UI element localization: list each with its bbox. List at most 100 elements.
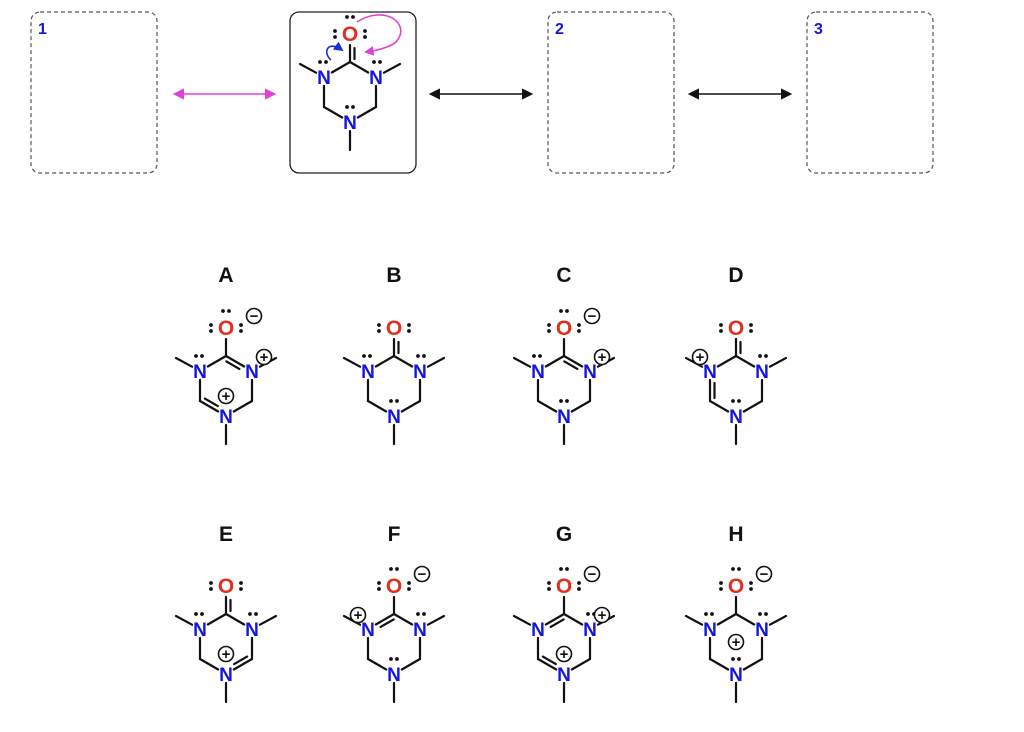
given-bond (298, 62, 318, 74)
option-f-charge-minus: − (413, 565, 431, 583)
svg-text:+: + (222, 388, 231, 405)
option-a-atom-n5: N (219, 407, 233, 428)
option-c-bond (512, 356, 532, 368)
option-c-bond (536, 399, 558, 413)
option-label: G (556, 523, 572, 546)
option-a-lone-pair-dot (209, 323, 213, 327)
svg-text:+: + (260, 349, 269, 366)
option-label: H (728, 523, 743, 546)
option-g-atom-n1: N (531, 620, 545, 641)
option-b-lone-pair-dot (362, 354, 366, 358)
option-h-lone-pair-dot (749, 587, 753, 591)
option-e-bond (232, 657, 254, 671)
option-b-bond (426, 356, 446, 368)
option-c-lone-pair-dot (547, 329, 551, 333)
option-c-lone-pair-dot (565, 399, 569, 403)
option-b-atom-o: O (386, 317, 402, 340)
curved-arrow-magenta (356, 14, 402, 56)
option-label: A (218, 264, 233, 287)
option-h-lone-pair-dot (731, 567, 735, 571)
option-e-double-bond (233, 655, 249, 666)
option-f-atom-o: O (386, 575, 402, 598)
option-b-lone-pair-dot (377, 323, 381, 327)
option-e-lone-pair-dot (209, 581, 213, 585)
option-g-charge-plus: + (593, 606, 611, 624)
option-a-charge-plus: + (217, 387, 235, 405)
option-label: E (219, 523, 233, 546)
option-a-lone-pair-dot (209, 329, 213, 333)
svg-text:+: + (696, 349, 705, 366)
option-a-bond (198, 399, 220, 413)
option-e-lone-pair-dot (200, 612, 204, 616)
option-g-lone-pair-dot (547, 587, 551, 591)
slot-box-3[interactable]: 3 (806, 11, 934, 174)
option-g-bond (512, 614, 532, 626)
option-f-lone-pair-dot (389, 657, 393, 661)
given-bond (382, 62, 402, 74)
given-structure-box (289, 11, 417, 174)
option-c-lone-pair-dot (559, 399, 563, 403)
svg-text:+: + (354, 607, 363, 624)
given-atom-n3: N (369, 68, 383, 89)
option-d-bond (716, 354, 738, 368)
option-b-lone-pair-dot (416, 354, 420, 358)
option-b-lone-pair-dot (377, 329, 381, 333)
option-e-bond (174, 614, 194, 626)
option-e-lone-pair-dot (239, 581, 243, 585)
option-a-lone-pair-dot (194, 354, 198, 358)
option-b-lone-pair-dot (368, 354, 372, 358)
option-f-lone-pair-dot (395, 567, 399, 571)
given-atom-n5: N (343, 113, 357, 134)
option-a-lone-pair-dot (239, 323, 243, 327)
option-f-lone-pair-dot (422, 612, 426, 616)
svg-text:−: − (250, 308, 259, 325)
option-h-bond (716, 612, 738, 626)
given-lone-pair-dot (378, 60, 382, 64)
given-lone-pair-dot (372, 60, 376, 64)
option-h-bond (742, 657, 764, 671)
given-atom-n1: N (317, 68, 331, 89)
option-b-lone-pair-dot (407, 323, 411, 327)
option-b-atom-n3: N (413, 362, 427, 383)
option-f-lone-pair-dot (395, 657, 399, 661)
slot-box-2[interactable]: 2 (547, 11, 675, 174)
svg-text:+: + (598, 349, 607, 366)
option-f-bond (366, 657, 388, 671)
option-f-bond (374, 612, 396, 626)
option-f-bond (392, 612, 414, 626)
given-lone-pair-dot (363, 35, 367, 39)
option-g-bond (544, 612, 566, 626)
slot-box-1[interactable]: 1 (30, 11, 158, 174)
option-a-atom-n1: N (193, 362, 207, 383)
curved-arrow-blue (326, 41, 344, 61)
option-b-bond (400, 399, 422, 413)
given-lone-pair-dot (351, 15, 355, 19)
option-b-bond (342, 356, 362, 368)
option-a-bond (174, 356, 194, 368)
option-e-bond (224, 612, 246, 626)
option-label: D (728, 264, 743, 287)
svg-text:+: + (560, 646, 569, 663)
option-c-lone-pair-dot (547, 323, 551, 327)
option-e-bond (198, 657, 220, 671)
given-lone-pair-dot (333, 29, 337, 33)
option-h-atom-n5: N (729, 665, 743, 686)
option-g-lone-pair-dot (577, 587, 581, 591)
option-c-charge-plus: + (593, 348, 611, 366)
option-c-lone-pair-dot (565, 309, 569, 313)
svg-text:−: − (588, 308, 597, 325)
option-c-bond (562, 354, 584, 368)
option-label: C (556, 264, 571, 287)
option-d-lone-pair-dot (719, 323, 723, 327)
option-label: F (388, 523, 401, 546)
option-f-lone-pair-dot (407, 587, 411, 591)
